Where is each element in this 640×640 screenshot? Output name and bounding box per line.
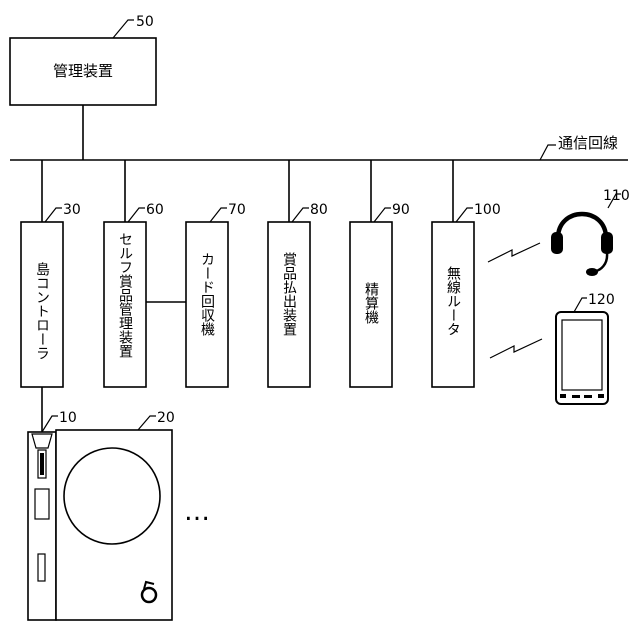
game-machine: 20 [56,410,175,620]
tablet-ref: 120 [588,292,615,308]
machine-ref: 20 [157,410,175,426]
network-label: 通信回線 [558,134,618,152]
device-settle-label: 精算機 [363,282,379,325]
device-settle: 精算機 90 [350,202,410,387]
headset-ref: 110 [603,188,630,204]
device-selfprize-ref: 60 [146,202,164,218]
device-card-ref: 70 [228,202,246,218]
device-payout-label: 賞品払出装置 [281,252,297,336]
ellipsis: … [184,497,210,527]
device-router: 無線ルータ 100 [432,202,501,387]
device-island: 島コントローラ 30 [21,202,81,387]
management-device: 管理装置 50 [10,14,156,105]
network-leader [540,145,556,160]
unit-ref: 10 [59,410,77,426]
management-ref: 50 [136,14,154,30]
wireless-link-tablet [490,339,542,358]
device-island-label: 島コントローラ [34,262,50,360]
device-payout: 賞品払出装置 80 [268,202,328,387]
device-router-ref: 100 [474,202,501,218]
management-label: 管理装置 [53,62,113,80]
wireless-link-headset [488,243,540,262]
device-card: カード回収機 70 [186,202,246,387]
headset-icon: 110 [551,188,630,276]
device-payout-ref: 80 [310,202,328,218]
device-selfprize-label: セルフ賞品管理装置 [117,232,133,358]
device-card-label: カード回収機 [199,252,215,337]
device-router-label: 無線ルータ [445,266,461,336]
tablet-icon: 120 [556,292,615,404]
device-settle-ref: 90 [392,202,410,218]
device-selfprize: セルフ賞品管理装置 60 [104,202,164,387]
device-island-ref: 30 [63,202,81,218]
